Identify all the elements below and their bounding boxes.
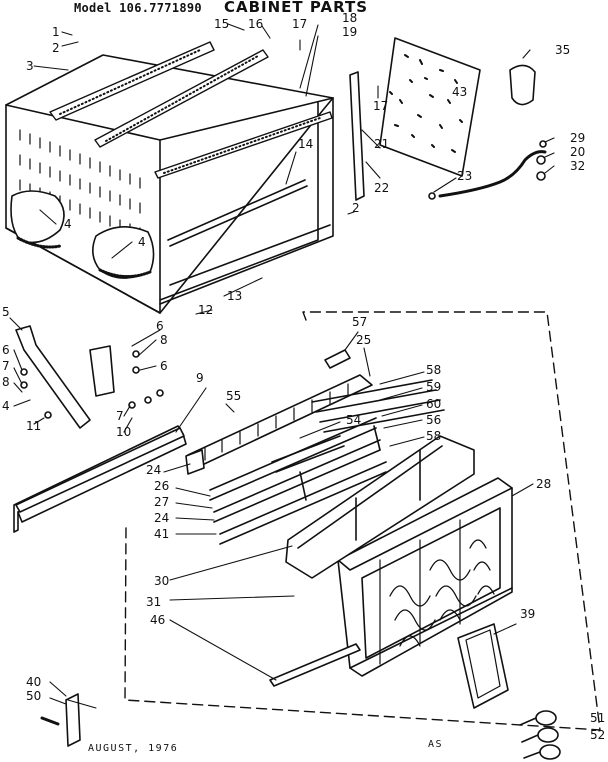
model-number: Model 106.7771890: [74, 1, 202, 15]
callout-40: 40: [26, 675, 42, 689]
callout-51: 51: [590, 711, 606, 725]
front-grille: [337, 477, 513, 677]
callout-2: 2: [52, 41, 60, 55]
callout-7: 7: [2, 359, 10, 373]
control-knobs: [519, 710, 561, 760]
callout-46: 46: [150, 613, 166, 627]
callout-19: 19: [342, 25, 358, 39]
callout-22: 22: [374, 181, 390, 195]
bracket-39: [65, 693, 81, 747]
callout-35: 35: [555, 43, 571, 57]
callout-17: 17: [373, 99, 389, 113]
callout-17: 17: [292, 17, 308, 31]
callout-28: 28: [536, 477, 552, 491]
callout-26: 26: [154, 479, 170, 493]
leader-lines: [9, 23, 555, 709]
footer-date: AUGUST, 1976: [88, 743, 179, 754]
callout-59: 59: [426, 380, 442, 394]
callout-8: 8: [2, 375, 10, 389]
callout-58: 58: [426, 363, 442, 377]
callout-9: 9: [196, 371, 204, 385]
callout-54: 54: [346, 413, 362, 427]
callout-6: 6: [156, 319, 164, 333]
callout-21: 21: [374, 137, 390, 151]
callout-4: 4: [2, 399, 10, 413]
callout-11: 11: [26, 419, 42, 433]
callout-25: 25: [356, 333, 372, 347]
cabinet-shell: [5, 41, 334, 314]
callout-43: 43: [452, 85, 468, 99]
callout-29: 29: [570, 131, 586, 145]
callout-20: 20: [570, 145, 586, 159]
callout-41: 41: [154, 527, 170, 541]
callout-58: 58: [426, 429, 442, 443]
callout-32: 32: [570, 159, 586, 173]
callout-13: 13: [227, 289, 243, 303]
rail-10: [15, 427, 185, 513]
callout-30: 30: [154, 574, 170, 588]
top-right-parts: [349, 37, 547, 201]
callout-18: 18: [342, 11, 358, 25]
filter-frame: [285, 435, 475, 579]
callout-60: 60: [426, 397, 442, 411]
assembly-boundary: [124, 311, 601, 731]
callout-24: 24: [146, 463, 162, 477]
callout-5: 5: [2, 305, 10, 319]
callout-15: 15: [214, 17, 230, 31]
callout-24: 24: [154, 511, 170, 525]
callout-14: 14: [298, 137, 314, 151]
callout-27: 27: [154, 495, 170, 509]
callout-8: 8: [160, 333, 168, 347]
callout-7: 7: [116, 409, 124, 423]
callout-16: 16: [248, 17, 264, 31]
callout-4: 4: [138, 235, 146, 249]
callout-1: 1: [52, 25, 60, 39]
callout-50: 50: [26, 689, 42, 703]
footer-code: AS: [428, 739, 444, 750]
control-assembly: [185, 349, 445, 545]
bottom-strip-31: [269, 643, 361, 687]
callout-52: 52: [590, 728, 606, 742]
callout-6: 6: [2, 343, 10, 357]
callout-56: 56: [426, 413, 442, 427]
callout-57: 57: [352, 315, 368, 329]
callout-12: 12: [198, 303, 214, 317]
diagram-title: CABINET PARTS: [224, 0, 369, 16]
callout-31: 31: [146, 595, 162, 609]
callout-10: 10: [116, 425, 132, 439]
callout-3: 3: [26, 59, 34, 73]
callout-6: 6: [160, 359, 168, 373]
callout-39: 39: [520, 607, 536, 621]
callout-23: 23: [457, 169, 473, 183]
filter-46: [457, 623, 509, 709]
callout-2: 2: [352, 201, 360, 215]
callout-55: 55: [226, 389, 242, 403]
callout-4: 4: [64, 217, 72, 231]
